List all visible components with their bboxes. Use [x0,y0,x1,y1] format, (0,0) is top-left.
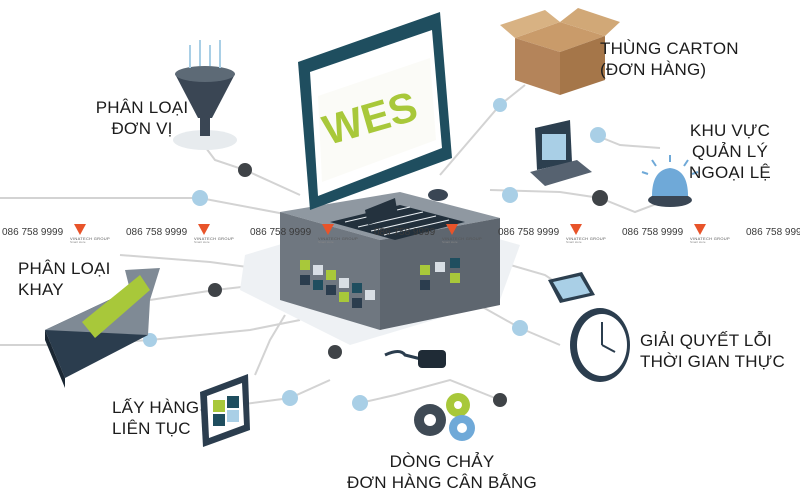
watermark-brand: VINATECH GROUP [566,236,606,241]
watermark-brand: VINATECH GROUP [690,236,730,241]
connector-left-mid [119,254,256,269]
usb-device-icon [384,350,446,368]
watermark-brand: VINATECH GROUP [318,236,358,241]
node-dot [143,333,157,347]
node-dot [192,190,208,206]
server-panel-blocks [300,258,460,308]
node-dot [493,98,507,112]
node-dot [592,190,608,206]
mouse [428,189,448,201]
watermark-sub: Smart store [442,240,458,244]
brand-v-icon [570,224,582,235]
alarm-light-icon [641,155,699,207]
connector-carton [439,84,526,176]
watermark-phone: 086 758 9999 [498,227,560,238]
watermark-phone: 086 758 9999 [622,227,684,238]
watermark-sub: Smart store [194,240,210,244]
carton-box-icon [500,8,620,95]
watermark-phone: 086 758 9999 [250,227,312,238]
watermark-sub: Smart store [318,240,334,244]
watermark-sub: Smart store [690,240,706,244]
tray-sort-arrow-icon [45,268,160,388]
brand-v-icon [74,224,86,235]
node-dot [208,283,222,297]
node-dot [282,390,298,406]
brand-v-icon [198,224,210,235]
watermark-sub: Smart store [566,240,582,244]
watermark-brand: VINATECH GROUP [442,236,482,241]
connector-left-top [0,197,291,216]
connector-unit-sort [199,139,301,196]
connector-nodes [143,98,608,411]
watermark-phone: 086 758 9999 [2,227,64,238]
node-dot [512,320,528,336]
watermark-phone: 086 758 9999 [126,227,188,238]
connector-continuous [254,314,286,376]
watermark-brand: VINATECH GROUP [194,236,234,241]
laptop-icon [530,120,592,186]
node-dot [328,345,342,359]
watermark-phone: 086 758 9999 [746,227,800,238]
node-dot [493,393,507,407]
node-dot [352,395,368,411]
monitor [298,12,452,225]
pick-monitor-icon [200,374,250,447]
watermark-sub: Smart store [70,240,86,244]
connector-balanced [359,378,501,404]
clock-icon [570,308,630,382]
keyboard [330,205,465,240]
node-dot [238,163,252,177]
watermark-brand: VINATECH GROUP [70,236,110,241]
tablet-icon [548,272,595,303]
label-carton: THÙNG CARTON(ĐƠN HÀNG) [600,39,739,79]
gears-icon [414,393,475,441]
brand-v-icon [446,224,458,235]
brand-v-icon [322,224,334,235]
watermark-phone: 086 758 9999 [374,227,436,238]
node-dot [590,127,606,143]
node-dot [502,187,518,203]
funnel-icon [173,40,237,150]
brand-v-icon [694,224,706,235]
